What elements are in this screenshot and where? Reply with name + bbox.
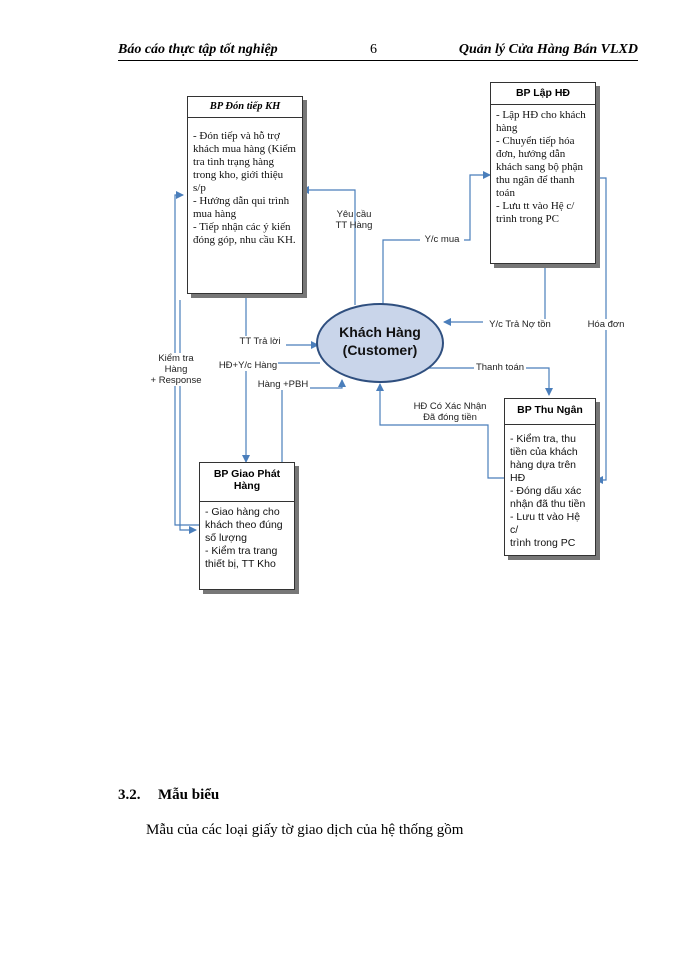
label-hd-yc-hang: HĐ+Y/c Hàng bbox=[218, 360, 278, 371]
section-body-text: Mẫu của các loại giấy tờ giao dịch của h… bbox=[146, 822, 464, 838]
arrow-hd-yc-hang bbox=[242, 362, 320, 463]
box-don-tiep-title: BP Đón tiếp KH bbox=[188, 97, 302, 118]
label-yc-tra-no-ton: Y/c Trả Nợ tồn bbox=[483, 319, 557, 330]
section-title: Mẫu biểu bbox=[158, 787, 220, 803]
box-don-tiep-kh: BP Đón tiếp KH - Đón tiếp và hỗ trợ khác… bbox=[187, 96, 303, 294]
box-giao-phat-body: - Giao hàng cho khách theo đúng số lượng… bbox=[205, 506, 283, 570]
header-report-title: Báo cáo thực tập tốt nghiệp bbox=[118, 42, 278, 57]
label-tt-tra-loi: TT Trả lời bbox=[234, 336, 286, 347]
arrow-hang-pbh bbox=[281, 379, 346, 462]
section-heading: 3.2. Mẫu biểu bbox=[118, 787, 219, 804]
arrow-thanh-toan bbox=[428, 367, 553, 396]
label-yc-mua: Y/c mua bbox=[420, 234, 464, 245]
header-project-title: Quản lý Cửa Hàng Bán VLXD bbox=[458, 42, 638, 57]
arrow-yeu-cau bbox=[301, 186, 356, 305]
arrow-kiem-tra-to-giao-phat bbox=[179, 300, 197, 534]
customer-ellipse bbox=[316, 303, 444, 383]
label-hang-pbh: Hàng +PBH bbox=[256, 379, 310, 390]
customer-label-line1: Khách Hàng bbox=[339, 324, 421, 340]
label-thanh-toan: Thanh toán bbox=[474, 362, 526, 373]
label-hd-co-xac-nhan: HĐ Có Xác Nhận Đã đóng tiền bbox=[413, 401, 487, 423]
arrow-yc-tra-no bbox=[443, 262, 546, 326]
customer-label-line2: (Customer) bbox=[342, 342, 418, 358]
arrow-hd-co-xac-nhan bbox=[376, 383, 504, 479]
box-lap-hd: BP Lập HĐ - Lập HĐ cho khách hàng - Chuy… bbox=[490, 82, 596, 264]
label-yeu-cau-tt-hang: Yêu cầu TT Hàng bbox=[335, 209, 373, 231]
box-thu-ngan-title: BP Thu Ngân bbox=[505, 399, 595, 425]
box-don-tiep-body: - Đón tiếp và hỗ trợ khách mua hàng (Kiể… bbox=[193, 130, 296, 246]
box-lap-hd-body: - Lập HĐ cho khách hàng - Chuyển tiếp hó… bbox=[496, 109, 586, 225]
arrow-yc-mua bbox=[382, 171, 491, 305]
label-hoa-don: Hóa đơn bbox=[584, 319, 628, 330]
section-number: 3.2. bbox=[118, 787, 141, 803]
box-giao-phat-title: BP Giao Phát Hàng bbox=[200, 463, 294, 502]
box-lap-hd-title: BP Lập HĐ bbox=[491, 83, 595, 105]
label-kiem-tra-hang-response: Kiểm tra Hàng + Response bbox=[148, 353, 204, 386]
box-thu-ngan-body: - Kiểm tra, thu tiền của khách hàng dựa … bbox=[510, 433, 586, 549]
customer-label: Khách Hàng (Customer) bbox=[317, 323, 443, 359]
box-giao-phat-hang: BP Giao Phát Hàng - Giao hàng cho khách … bbox=[199, 462, 295, 590]
page-header: Báo cáo thực tập tốt nghiệp 6 Quản lý Cử… bbox=[118, 42, 638, 61]
box-thu-ngan: BP Thu Ngân - Kiểm tra, thu tiền của khá… bbox=[504, 398, 596, 556]
header-page-number: 6 bbox=[370, 42, 377, 57]
